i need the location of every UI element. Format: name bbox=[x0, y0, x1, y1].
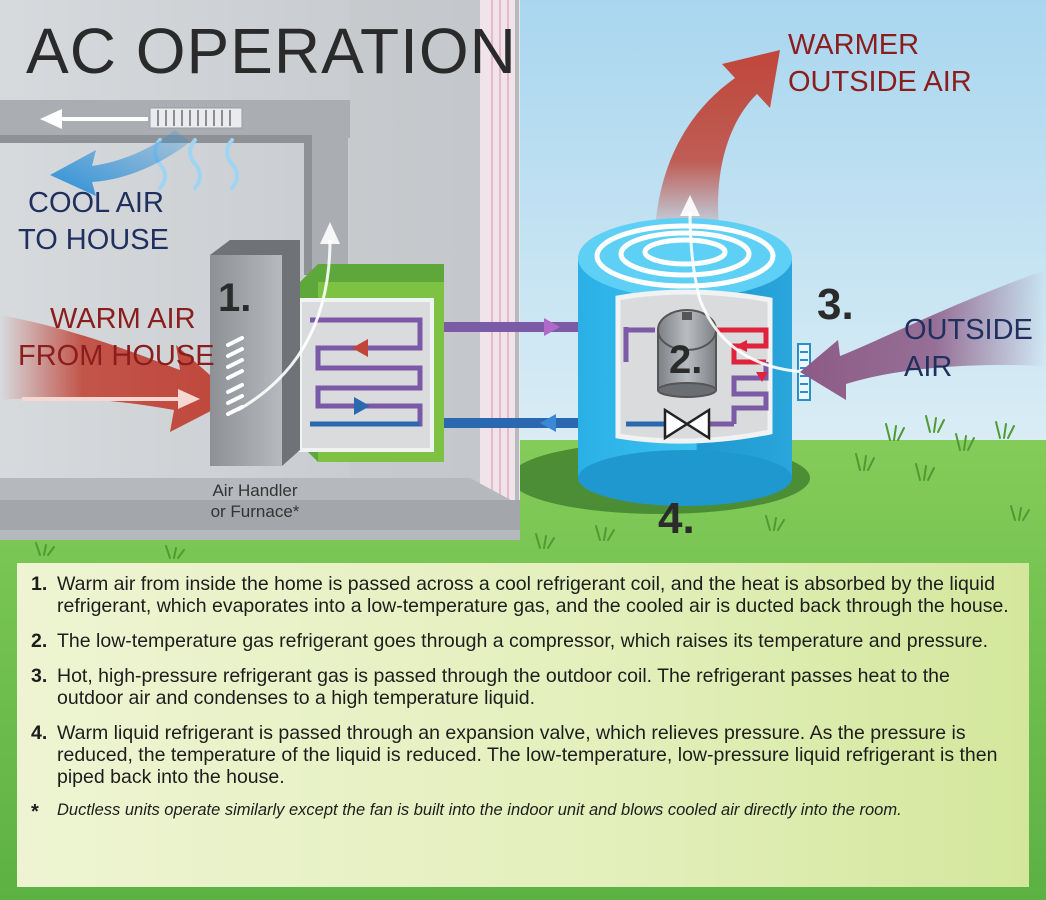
air-handler-label-line1: Air Handler bbox=[212, 481, 298, 500]
step-item-4-number: 4. bbox=[31, 722, 48, 744]
warm-air-label-line1: WARM AIR bbox=[50, 303, 196, 335]
steps-explanation-panel: 1. Warm air from inside the home is pass… bbox=[17, 563, 1029, 887]
warm-air-label-line2: FROM HOUSE bbox=[18, 340, 215, 372]
refrigerant-lines bbox=[444, 318, 584, 432]
page-title: AC OPERATION bbox=[26, 15, 517, 87]
grass-tufts bbox=[35, 415, 1030, 559]
footnote: * Ductless units operate similarly excep… bbox=[31, 801, 1015, 824]
step-item-3: 3. Hot, high-pressure refrigerant gas is… bbox=[31, 665, 1015, 709]
supply-vent-grille bbox=[149, 107, 243, 129]
warmer-outside-air-label: WARMER OUTSIDE AIR bbox=[788, 27, 972, 101]
air-handler-label: Air Handler or Furnace* bbox=[195, 480, 315, 522]
cool-air-label-line1: COOL AIR bbox=[28, 187, 164, 219]
warmer-outside-air-label-line2: OUTSIDE AIR bbox=[788, 66, 972, 98]
cool-air-label-line2: TO HOUSE bbox=[18, 224, 169, 256]
step-number-1-label: 1. bbox=[218, 276, 252, 320]
step-item-1-text: Warm air from inside the home is passed … bbox=[57, 573, 1009, 617]
step-item-4: 4. Warm liquid refrigerant is passed thr… bbox=[31, 722, 1015, 788]
duct-airflow-arrow bbox=[40, 109, 148, 129]
air-handler-label-line2: or Furnace* bbox=[210, 502, 300, 521]
footnote-mark: * bbox=[31, 801, 39, 823]
air-handler-cabinet bbox=[210, 240, 300, 466]
outside-air-label: OUTSIDE AIR bbox=[904, 312, 1033, 386]
outside-air-label-line1: OUTSIDE bbox=[904, 314, 1033, 346]
step-item-4-text: Warm liquid refrigerant is passed throug… bbox=[57, 722, 998, 788]
expansion-valve-icon bbox=[663, 407, 711, 441]
warm-air-arrow bbox=[0, 315, 236, 432]
step-number-4-label: 4. bbox=[658, 494, 695, 543]
warmer-outside-air-label-line1: WARMER bbox=[788, 29, 920, 61]
indoor-coil-box bbox=[298, 264, 444, 462]
cool-air-arrow bbox=[50, 130, 190, 196]
step-item-2-number: 2. bbox=[31, 630, 48, 652]
step-item-2-text: The low-temperature gas refrigerant goes… bbox=[57, 630, 989, 652]
handler-airflow-curve bbox=[237, 239, 332, 412]
footnote-text: Ductless units operate similarly except … bbox=[57, 801, 902, 819]
step-item-2: 2. The low-temperature gas refrigerant g… bbox=[31, 630, 1015, 652]
step-item-3-text: Hot, high-pressure refrigerant gas is pa… bbox=[57, 665, 950, 709]
cool-air-label: COOL AIR TO HOUSE bbox=[18, 185, 169, 259]
warm-air-label: WARM AIR FROM HOUSE bbox=[18, 301, 215, 375]
step-item-1: 1. Warm air from inside the home is pass… bbox=[31, 573, 1015, 617]
outside-air-label-line2: AIR bbox=[904, 351, 953, 383]
step-number-3-label: 3. bbox=[817, 280, 854, 329]
outside-air-arrow bbox=[800, 270, 1046, 400]
step-item-3-number: 3. bbox=[31, 665, 48, 687]
warm-air-line-arrow bbox=[22, 389, 200, 409]
step-number-2-label: 2. bbox=[669, 338, 703, 382]
warmer-outside-air-arrow bbox=[655, 50, 780, 235]
outdoor-airflow-curve bbox=[688, 211, 809, 374]
step-item-1-number: 1. bbox=[31, 573, 48, 595]
